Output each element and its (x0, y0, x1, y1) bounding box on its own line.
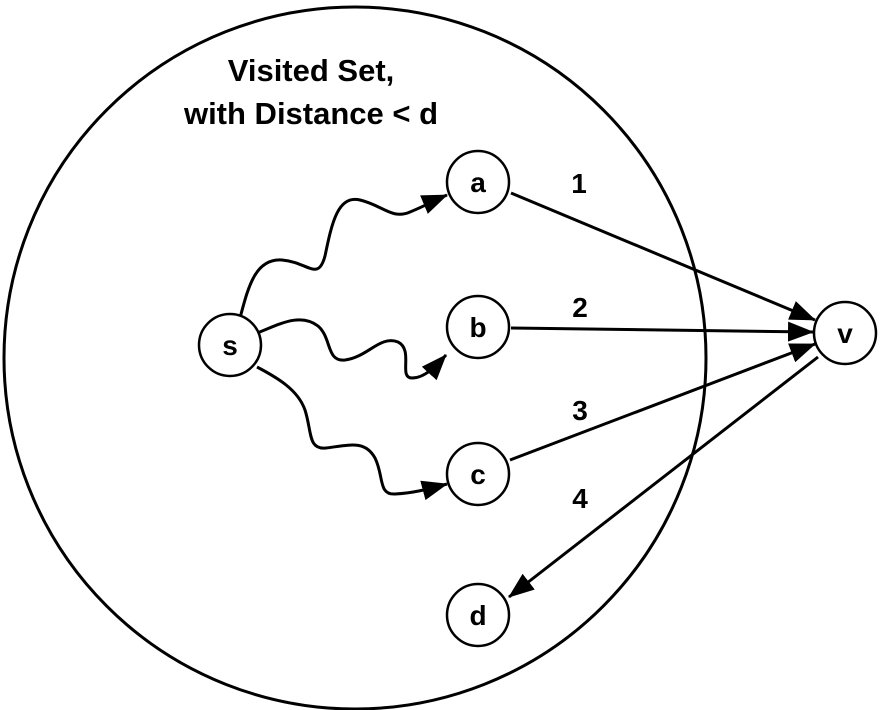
node-label-a: a (470, 167, 486, 198)
edge-v-to-d (508, 355, 819, 599)
visited-set-boundary (2, 5, 708, 710)
wavy-path-s-to-c (256, 365, 448, 501)
node-label-d: d (469, 600, 486, 631)
wavy-path-s-to-a (238, 193, 448, 319)
node-v: v (812, 300, 878, 366)
visited-set-title-line1: Visited Set, (228, 53, 395, 88)
edge-b-to-v (510, 321, 814, 342)
wavy-path-s-to-b (256, 318, 448, 381)
node-c: c (445, 441, 511, 507)
edge-weight-c-v: 3 (572, 395, 588, 426)
node-s: s (197, 312, 263, 378)
node-label-c: c (470, 459, 486, 490)
node-label-b: b (469, 312, 486, 343)
edge-weight-b-v: 2 (572, 292, 588, 323)
edge-weight-a-v: 1 (571, 168, 587, 199)
node-label-s: s (222, 330, 238, 361)
edge-c-to-v (509, 342, 816, 462)
visited-set-title-line2: with Distance < d (183, 96, 438, 131)
node-a: a (445, 149, 511, 215)
edge-a-to-v (510, 191, 816, 322)
edge-weight-v-d: 4 (572, 483, 588, 514)
node-label-v: v (837, 318, 853, 349)
node-b: b (445, 294, 511, 360)
node-d: d (445, 582, 511, 648)
